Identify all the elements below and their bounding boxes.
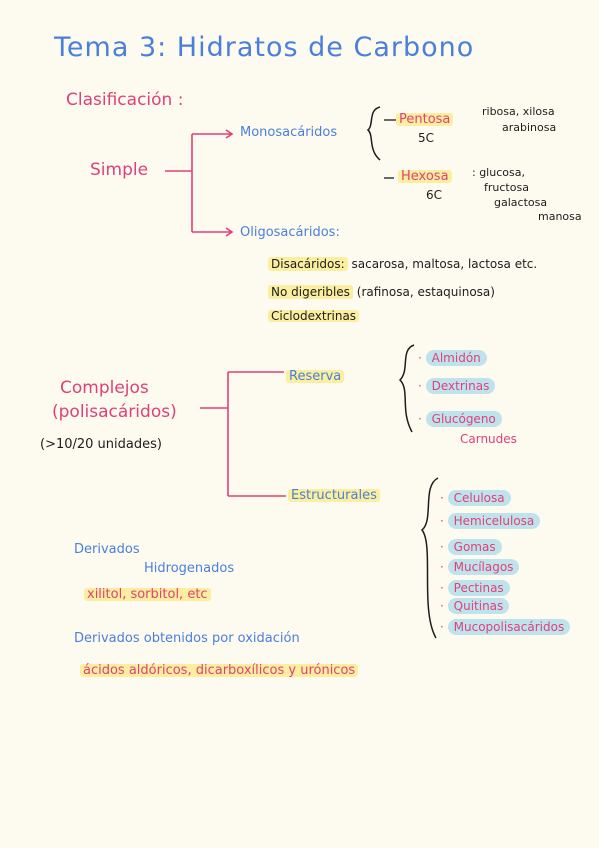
monosacaridos-label: Monosacáridos [240,125,338,140]
hexosa-example-4: manosa [538,210,582,223]
pentosa-carbon: 5C [418,131,435,145]
estructurales-item: · Pectinas [440,580,510,596]
estructurales-item: · Quitinas [440,598,510,614]
unidades-label: (>10/20 unidades) [40,437,162,452]
oligosacaridos-label: Oligosacáridos: [240,225,340,240]
ciclodextrinas-label: Ciclodextrinas [268,310,360,322]
no-digeribles-label: No digeribles [268,285,353,299]
hexosa-example-3: galactosa [494,196,548,209]
pentosa-label: Pentosa [396,113,454,126]
page-title: Tema 3: Hidratos de Carbono [54,32,475,63]
estructurales-item: · Gomas [440,539,502,555]
estructurales-brace [420,477,439,639]
pentosa-examples: ribosa, xilosa [482,105,555,118]
disacaridos-row: Disacáridos: sacarosa, maltosa, lactosa … [268,257,538,271]
reserva-item: · Glucógeno [418,411,502,427]
arrow-icon [225,227,234,237]
clasificacion-heading: Clasificación : [66,90,184,110]
reserva-brace [398,344,415,433]
reserva-item: · Dextrinas [418,378,496,394]
derivados-h-line1: Derivados [74,542,140,557]
simple-label: Simple [90,160,149,180]
reserva-label: Reserva [286,370,345,383]
pentosa-examples-2: arabinosa [502,121,557,134]
no-digeribles-row: No digeribles (rafinosa, estaquinosa) [268,285,495,299]
derivados-ox-examples: ácidos aldóricos, dicarboxílicos y uróni… [80,664,359,677]
complejos-label: Complejos [60,378,149,398]
hexosa-label: Hexosa [398,170,452,183]
hexosa-carbon: 6C [426,188,443,202]
estructurales-item: · Mucopolisacáridos [440,619,571,635]
derivados-ox-line1: Derivados obtenidos por oxidación [74,631,300,646]
estructurales-item: · Hemicelulosa [440,513,541,529]
hexosa-example-1: : glucosa, [472,166,525,179]
polisacaridos-label: (polisacáridos) [52,402,177,422]
disacaridos-label: Disacáridos: [268,257,348,271]
arrow-icon [225,129,234,139]
hexosa-example-2: fructosa [484,181,529,194]
estructurales-label: Estructurales [288,489,380,502]
derivados-h-line2: Hidrogenados [144,561,235,576]
estructurales-item: · Mucílagos [440,559,520,575]
disacaridos-examples: sacarosa, maltosa, lactosa etc. [351,257,538,271]
glucogeno-sub: Carnudes [460,432,517,446]
estructurales-item: · Celulosa [440,490,511,506]
no-digeribles-examples: (rafinosa, estaquinosa) [356,285,495,299]
derivados-h-examples: xilitol, sorbitol, etc [84,588,211,601]
reserva-item: · Almidón [418,350,487,366]
monosacaridos-brace [366,106,381,161]
